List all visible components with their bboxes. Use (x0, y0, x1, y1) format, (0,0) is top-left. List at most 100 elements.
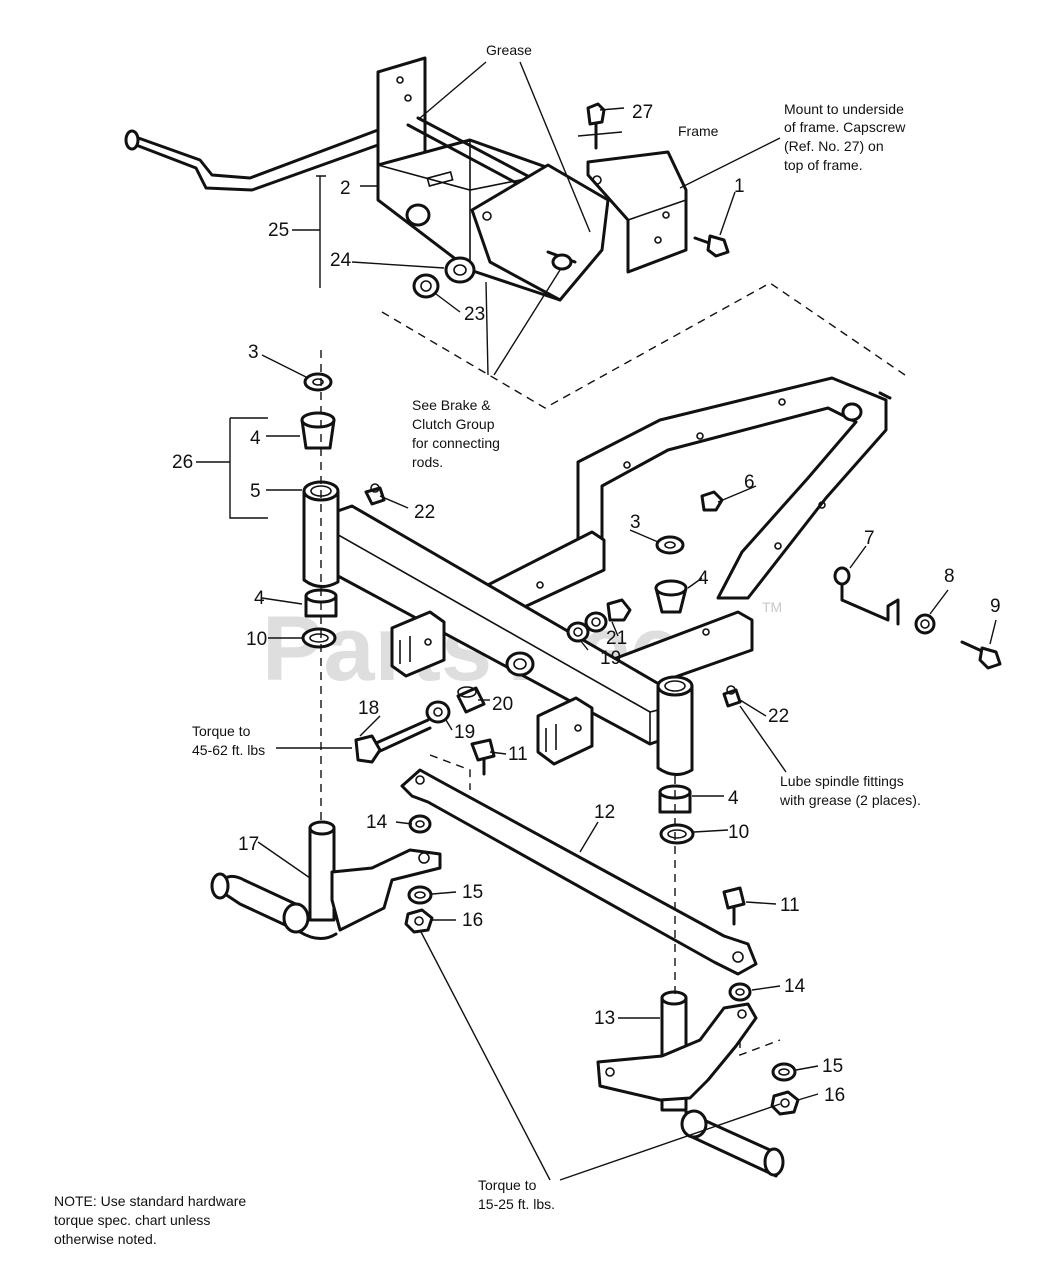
callout-16-left: 16 (462, 910, 483, 931)
capscrew-1 (693, 234, 730, 258)
frame-label: Frame (678, 123, 719, 139)
bolt-18 (354, 718, 432, 764)
callout-11-left: 11 (508, 744, 528, 765)
callout-18: 18 (358, 698, 379, 719)
torque-45-line-2: 45-62 ft. lbs (192, 742, 265, 758)
bracket-clevis (470, 163, 610, 302)
footnote-line-3: otherwise noted. (54, 1231, 157, 1247)
lube-note-line-1: Lube spindle fittings (780, 773, 904, 789)
callout-21: 21 (606, 628, 627, 649)
callout-10-left: 10 (246, 629, 267, 650)
see-brake-line-3: for connecting (412, 435, 500, 451)
bracket-hole (405, 203, 431, 227)
callout-7: 7 (864, 528, 875, 549)
capscrew-27 (586, 102, 606, 150)
watermark-trademark: TM (762, 599, 782, 615)
callout-numbers: 1 2 3 3 4 4 4 4 5 6 7 8 9 10 10 11 11 12… (172, 102, 1001, 1106)
washer-14-left (408, 814, 432, 834)
footnote-line-2: torque spec. chart unless (54, 1212, 210, 1228)
washer-10-right (659, 823, 695, 845)
see-brake-line-4: rods. (412, 454, 443, 470)
callout-14-left: 14 (366, 812, 388, 833)
callout-15-right: 15 (822, 1056, 843, 1077)
mount-note-line-4: top of frame. (784, 157, 863, 173)
tie-rod-dashed-line (429, 754, 471, 790)
washer-8 (914, 613, 936, 635)
nut-16-left (404, 908, 434, 934)
mount-note-line-1: Mount to underside (784, 101, 904, 117)
callout-27: 27 (632, 102, 653, 123)
washer-15-right (771, 1062, 797, 1082)
washers-19-21 (566, 598, 632, 643)
grease-fitting-22-left (364, 483, 386, 506)
bolt-11-right (722, 886, 746, 926)
bushing-24 (444, 256, 476, 284)
callout-5: 5 (250, 481, 261, 502)
nut-6 (700, 490, 724, 512)
annotations: Grease Frame Mount to underside of frame… (54, 42, 921, 1247)
steering-bracket-assembly (124, 56, 610, 302)
callout-6: 6 (744, 472, 755, 493)
clevis-tab-right (536, 696, 594, 766)
callout-4-right-lower: 4 (728, 788, 739, 809)
washer-23 (412, 273, 440, 299)
callout-17: 17 (238, 834, 259, 855)
clevis-tab-left (390, 610, 446, 678)
callout-22-right: 22 (768, 706, 789, 727)
callout-16-right: 16 (824, 1085, 845, 1106)
mount-note-line-3: (Ref. No. 27) on (784, 138, 884, 154)
washer-15-left (407, 885, 433, 905)
see-brake-line-2: Clutch Group (412, 416, 495, 432)
callout-3-right: 3 (630, 512, 641, 533)
bolt-9 (960, 640, 1002, 670)
washer-10-left (301, 627, 337, 649)
spindle-17-left (210, 820, 442, 940)
callout-19-bolt: 19 (454, 722, 475, 743)
bushing-4-top (300, 411, 336, 450)
washer-14-right (728, 982, 752, 1002)
torque-15-line-1: Torque to (478, 1177, 537, 1193)
callout-10-right: 10 (728, 822, 749, 843)
callout-4-left-lower: 4 (254, 588, 265, 609)
footnote-line-1: NOTE: Use standard hardware (54, 1193, 246, 1209)
callout-4-right: 4 (698, 568, 709, 589)
spindle-13-right (596, 990, 785, 1178)
callout-23: 23 (464, 304, 485, 325)
spindle-dashed-line (739, 1039, 781, 1057)
e-clip-3-top (303, 372, 333, 392)
callout-25: 25 (268, 220, 289, 241)
callout-15-left: 15 (462, 882, 483, 903)
see-brake-line-1: See Brake & (412, 397, 491, 413)
spindle-tube-right (656, 684, 694, 776)
axle-support-frame (576, 376, 888, 600)
callout-2: 2 (340, 178, 351, 199)
e-clip-3-right (655, 535, 685, 555)
mount-note-line-2: of frame. Capscrew (784, 119, 906, 135)
callout-19-right: 19 (600, 648, 621, 669)
tie-rod (400, 768, 758, 976)
bushing-4-right (654, 579, 688, 614)
callout-22-left: 22 (414, 502, 435, 523)
callout-1: 1 (734, 176, 745, 197)
callout-13: 13 (594, 1008, 615, 1029)
front-axle (302, 376, 892, 776)
leader-lines (196, 61, 997, 1181)
callout-11-right: 11 (780, 895, 800, 916)
callout-26: 26 (172, 452, 193, 473)
callout-24: 24 (330, 250, 352, 271)
lube-note-line-2: with grease (2 places). (779, 792, 921, 808)
callout-14-right: 14 (784, 976, 806, 997)
bolt-11-left (470, 738, 496, 776)
spacer-20 (456, 686, 486, 714)
callout-4-top: 4 (250, 428, 261, 449)
rod-7 (833, 566, 900, 626)
callout-9: 9 (990, 596, 1001, 617)
torque-15-line-2: 15-25 ft. lbs. (478, 1196, 555, 1212)
grease-fitting-22-right (722, 685, 742, 708)
washer-19-bolt (425, 700, 451, 724)
callout-8: 8 (944, 566, 955, 587)
grease-label: Grease (486, 42, 532, 58)
callout-20: 20 (492, 694, 513, 715)
torque-45-line-1: Torque to (192, 723, 251, 739)
